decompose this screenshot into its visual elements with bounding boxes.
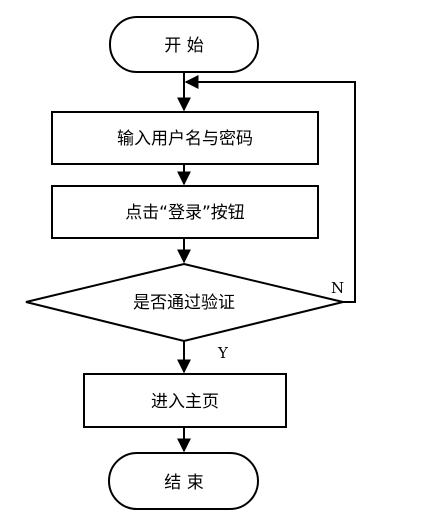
enter-home-box: 进入主页 (83, 373, 287, 428)
click-login-label: 点击“登录”按钮 (125, 203, 245, 223)
start-label: 开 始 (164, 36, 203, 56)
start-terminal: 开 始 (109, 16, 259, 73)
end-terminal: 结 束 (108, 452, 259, 510)
yes-label: Y (217, 344, 229, 362)
end-label: 结 束 (164, 473, 203, 493)
enter-home-label: 进入主页 (151, 392, 219, 412)
click-login-box: 点击“登录”按钮 (51, 185, 319, 239)
verify-decision: 是否通过验证 (25, 262, 344, 343)
input-credentials-box: 输入用户名与密码 (51, 111, 319, 165)
input-credentials-label: 输入用户名与密码 (117, 129, 253, 149)
arrow-no-loop (184, 75, 356, 303)
decision-label: 是否通过验证 (133, 293, 235, 313)
no-label: N (331, 279, 344, 297)
